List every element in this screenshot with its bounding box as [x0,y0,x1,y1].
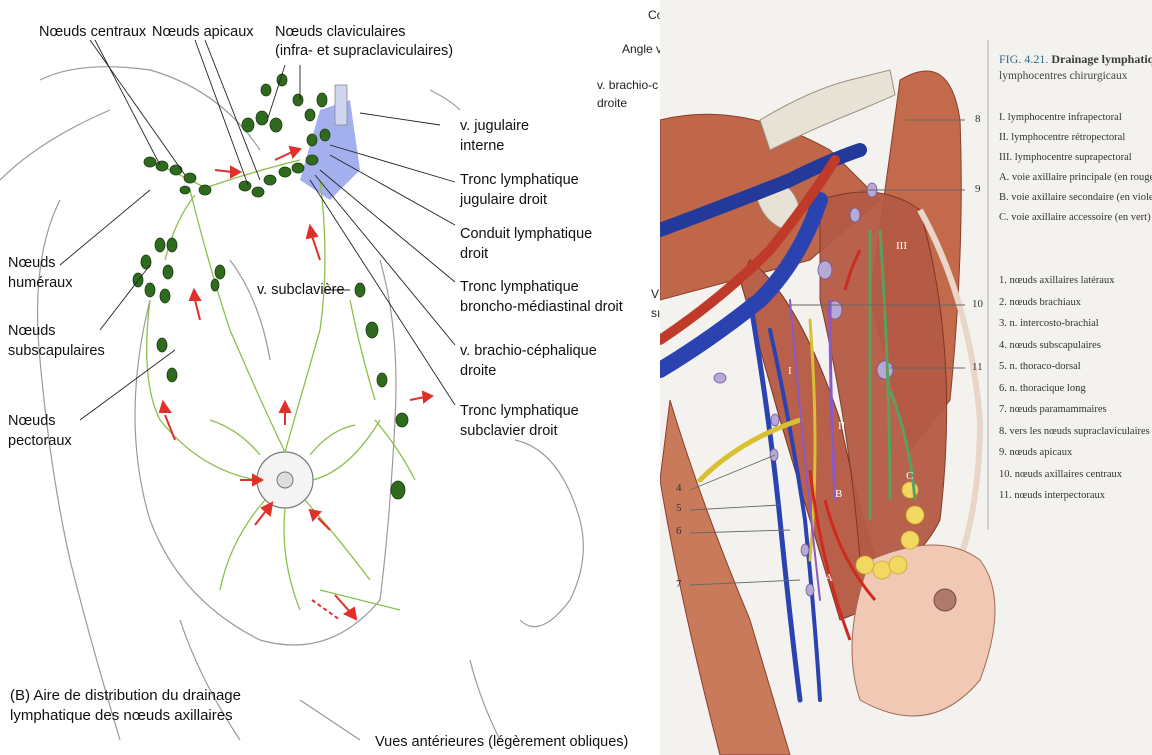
callout-6: 6 [676,525,682,537]
callout-4: 4 [676,482,682,494]
label-conduit-2: droit [460,245,488,263]
callout-5: 5 [676,502,682,514]
roman-label-i: I [788,365,792,377]
legend-list-item: 9. nœuds apicaux [999,447,1072,458]
legend-list-item: 10. nœuds axillaires centraux [999,469,1122,480]
figure-title: FIG. 4.21. Drainage lymphatique du [999,52,1152,67]
label-v-jugulaire-2: interne [460,137,504,155]
callout-9: 9 [975,183,981,195]
roman-label-ii: II [838,420,845,432]
legend-list-item: 6. n. thoracique long [999,383,1086,394]
cut-text-droite: droite [597,96,627,110]
views-caption: Vues antérieures (légèrement obliques) [375,733,628,752]
route-label-a: A [825,572,833,584]
callout-11: 11 [972,361,983,373]
cut-text-vbrachio: v. brachio-c [597,78,658,92]
label-noeuds-centraux: Nœuds centraux [39,23,146,41]
label-v-jugulaire: v. jugulaire [460,117,529,135]
figure-title-text: Drainage lymphatique du [1051,52,1152,66]
callout-8: 8 [975,113,981,125]
label-tronc-subclavier-2: subclavier droit [460,422,558,440]
legend-list-item: 4. nœuds subscapulaires [999,340,1101,351]
label-noeuds-apicaux: Nœuds apicaux [152,23,254,41]
legend-list-item: 7. nœuds paramammaires [999,404,1107,415]
cut-text-s: sı [651,306,660,320]
figure-number: FIG. 4.21. [999,52,1048,66]
label-v-subclaviere: v. subclavière [257,281,345,299]
label-noeuds-subscapulaires: Nœuds [8,322,56,340]
label-tronc-subclavier: Tronc lymphatique [460,402,579,420]
legend-group-item: I. lymphocentre infrapectoral [999,112,1122,123]
route-label-c: C [906,470,913,482]
label-tronc-broncho: Tronc lymphatique [460,278,579,296]
label-tronc-broncho-2: broncho-médiastinal droit [460,298,623,316]
legend-group-item: C. voie axillaire accessoire (en vert) [999,212,1151,223]
roman-label-iii: III [896,240,907,252]
label-noeuds-pectoraux: Nœuds [8,412,56,430]
route-label-b: B [835,488,842,500]
figure-subtitle: lymphocentres chirurgicaux [999,70,1127,82]
cut-text-v: V [651,287,659,301]
legend-list-item: 1. nœuds axillaires latéraux [999,275,1114,286]
label-tronc-jugulaire-2: jugulaire droit [460,191,547,209]
legend-list-item: 5. n. thoraco-dorsal [999,361,1081,372]
axillary-drainage-drawing [0,0,662,755]
label-noeuds-pectoraux-2: pectoraux [8,432,72,450]
label-noeuds-humeraux-2: huméraux [8,274,72,292]
callout-7: 7 [676,578,682,590]
label-v-brachio-2: droite [460,362,496,380]
cut-text-angle: Angle v [622,42,662,56]
caption-line-2: lymphatique des nœuds axillaires [10,706,233,725]
left-illustration-panel: Nœuds centraux Nœuds apicaux Nœuds clavi… [0,0,662,755]
legend-group-item: III. lymphocentre suprapectoral [999,152,1132,163]
legend-list-item: 11. nœuds interpectoraux [999,490,1105,501]
callout-10: 10 [972,298,983,310]
caption-line-1: (B) Aire de distribution du drainage [10,686,241,705]
lymph-vessels [147,160,415,610]
legend-list-item: 8. vers les nœuds supraclaviculaires [999,426,1150,437]
label-v-brachio: v. brachio-céphalique [460,342,597,360]
label-tronc-jugulaire: Tronc lymphatique [460,171,579,189]
legend-group-item: B. voie axillaire secondaire (en violet) [999,192,1152,203]
nipple [277,472,293,488]
label-noeuds-claviculaires-sub: (infra- et supraclaviculaires) [275,42,453,60]
legend-group-item: A. voie axillaire principale (en rouge) [999,172,1152,183]
label-noeuds-claviculaires: Nœuds claviculaires [275,23,406,41]
label-conduit: Conduit lymphatique [460,225,592,243]
drainage-arrows [160,147,432,620]
nipple-right [934,589,956,611]
right-illustration-panel: 8 9 10 11 4 5 6 7 I II III A B C FIG. 4.… [660,0,1152,755]
legend-list-item: 3. n. intercosto-brachial [999,318,1099,329]
label-noeuds-subscapulaires-2: subscapulaires [8,342,105,360]
legend-group-item: II. lymphocentre rétropectoral [999,132,1125,143]
legend-list-item: 2. nœuds brachiaux [999,297,1081,308]
label-noeuds-humeraux: Nœuds [8,254,56,272]
